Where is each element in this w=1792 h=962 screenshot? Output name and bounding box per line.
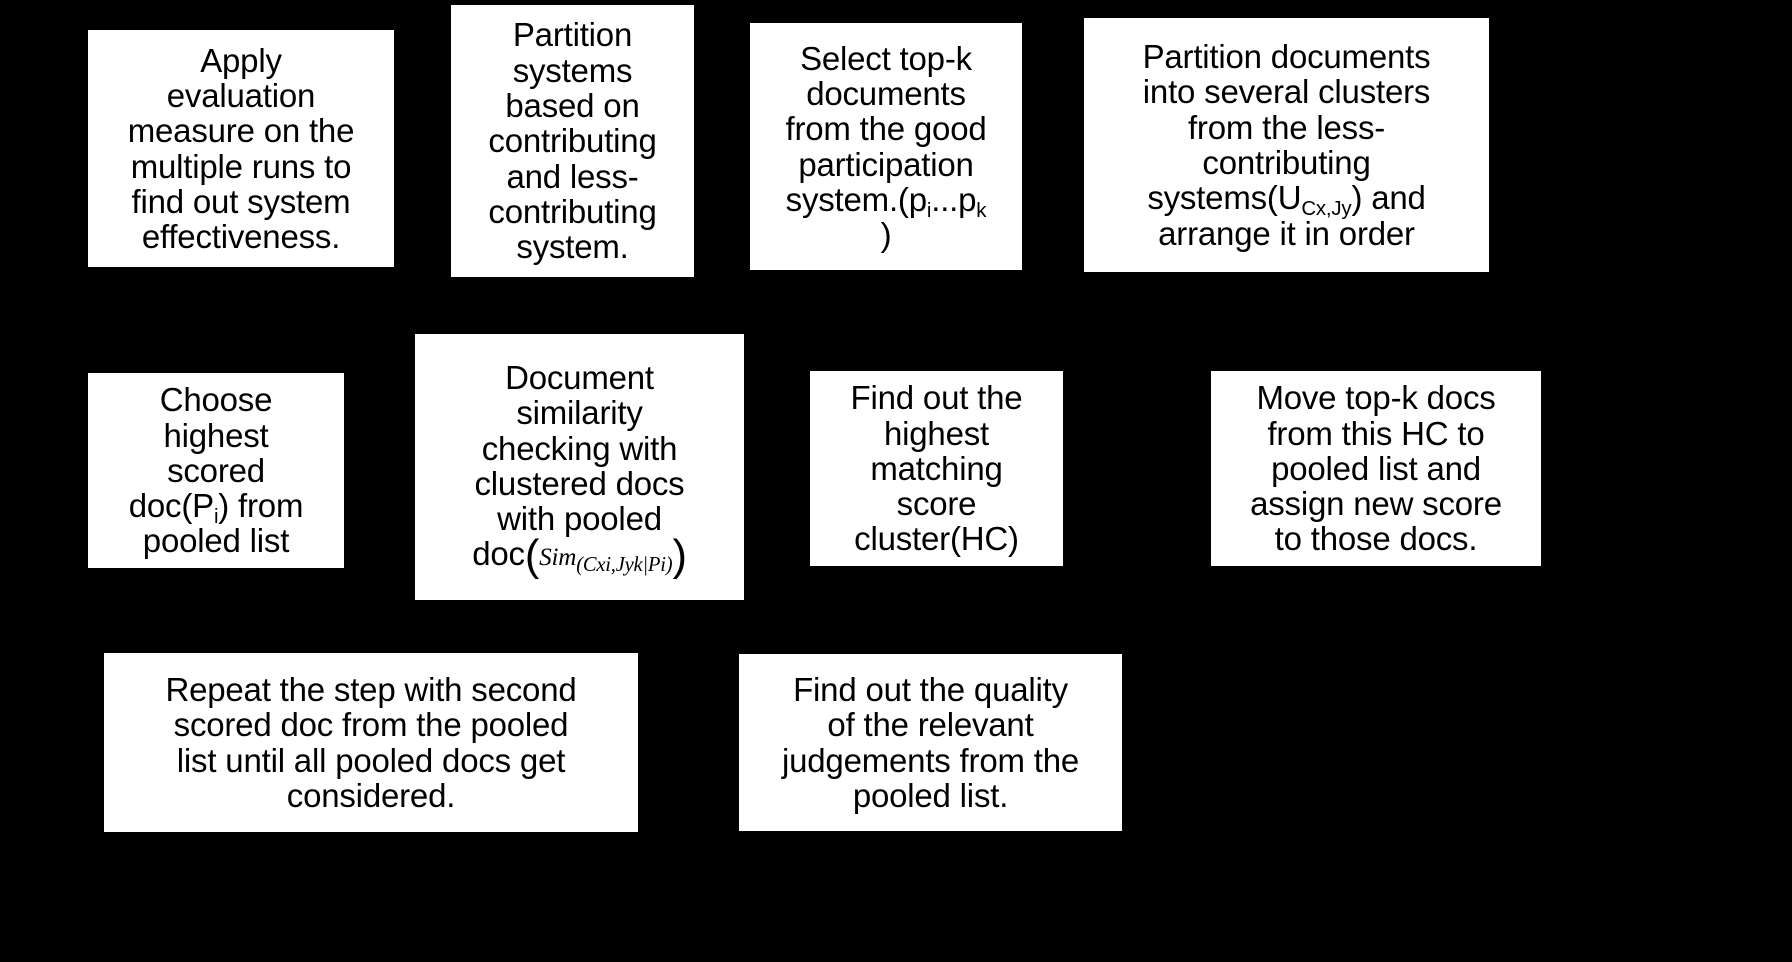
subscript-i: i — [926, 198, 932, 222]
math-paren-close: ) — [672, 532, 687, 581]
subscript-k: k — [976, 198, 987, 222]
math-subscript: (Cxi,Jyk|Pi) — [576, 553, 673, 576]
subscript-i: i — [213, 504, 219, 528]
subscript-cx-jy: Cx,Jy — [1301, 197, 1352, 221]
math-sim-term: Sim(Cxi,Jyk|Pi) — [539, 544, 673, 576]
math-paren-open: ( — [524, 532, 540, 581]
